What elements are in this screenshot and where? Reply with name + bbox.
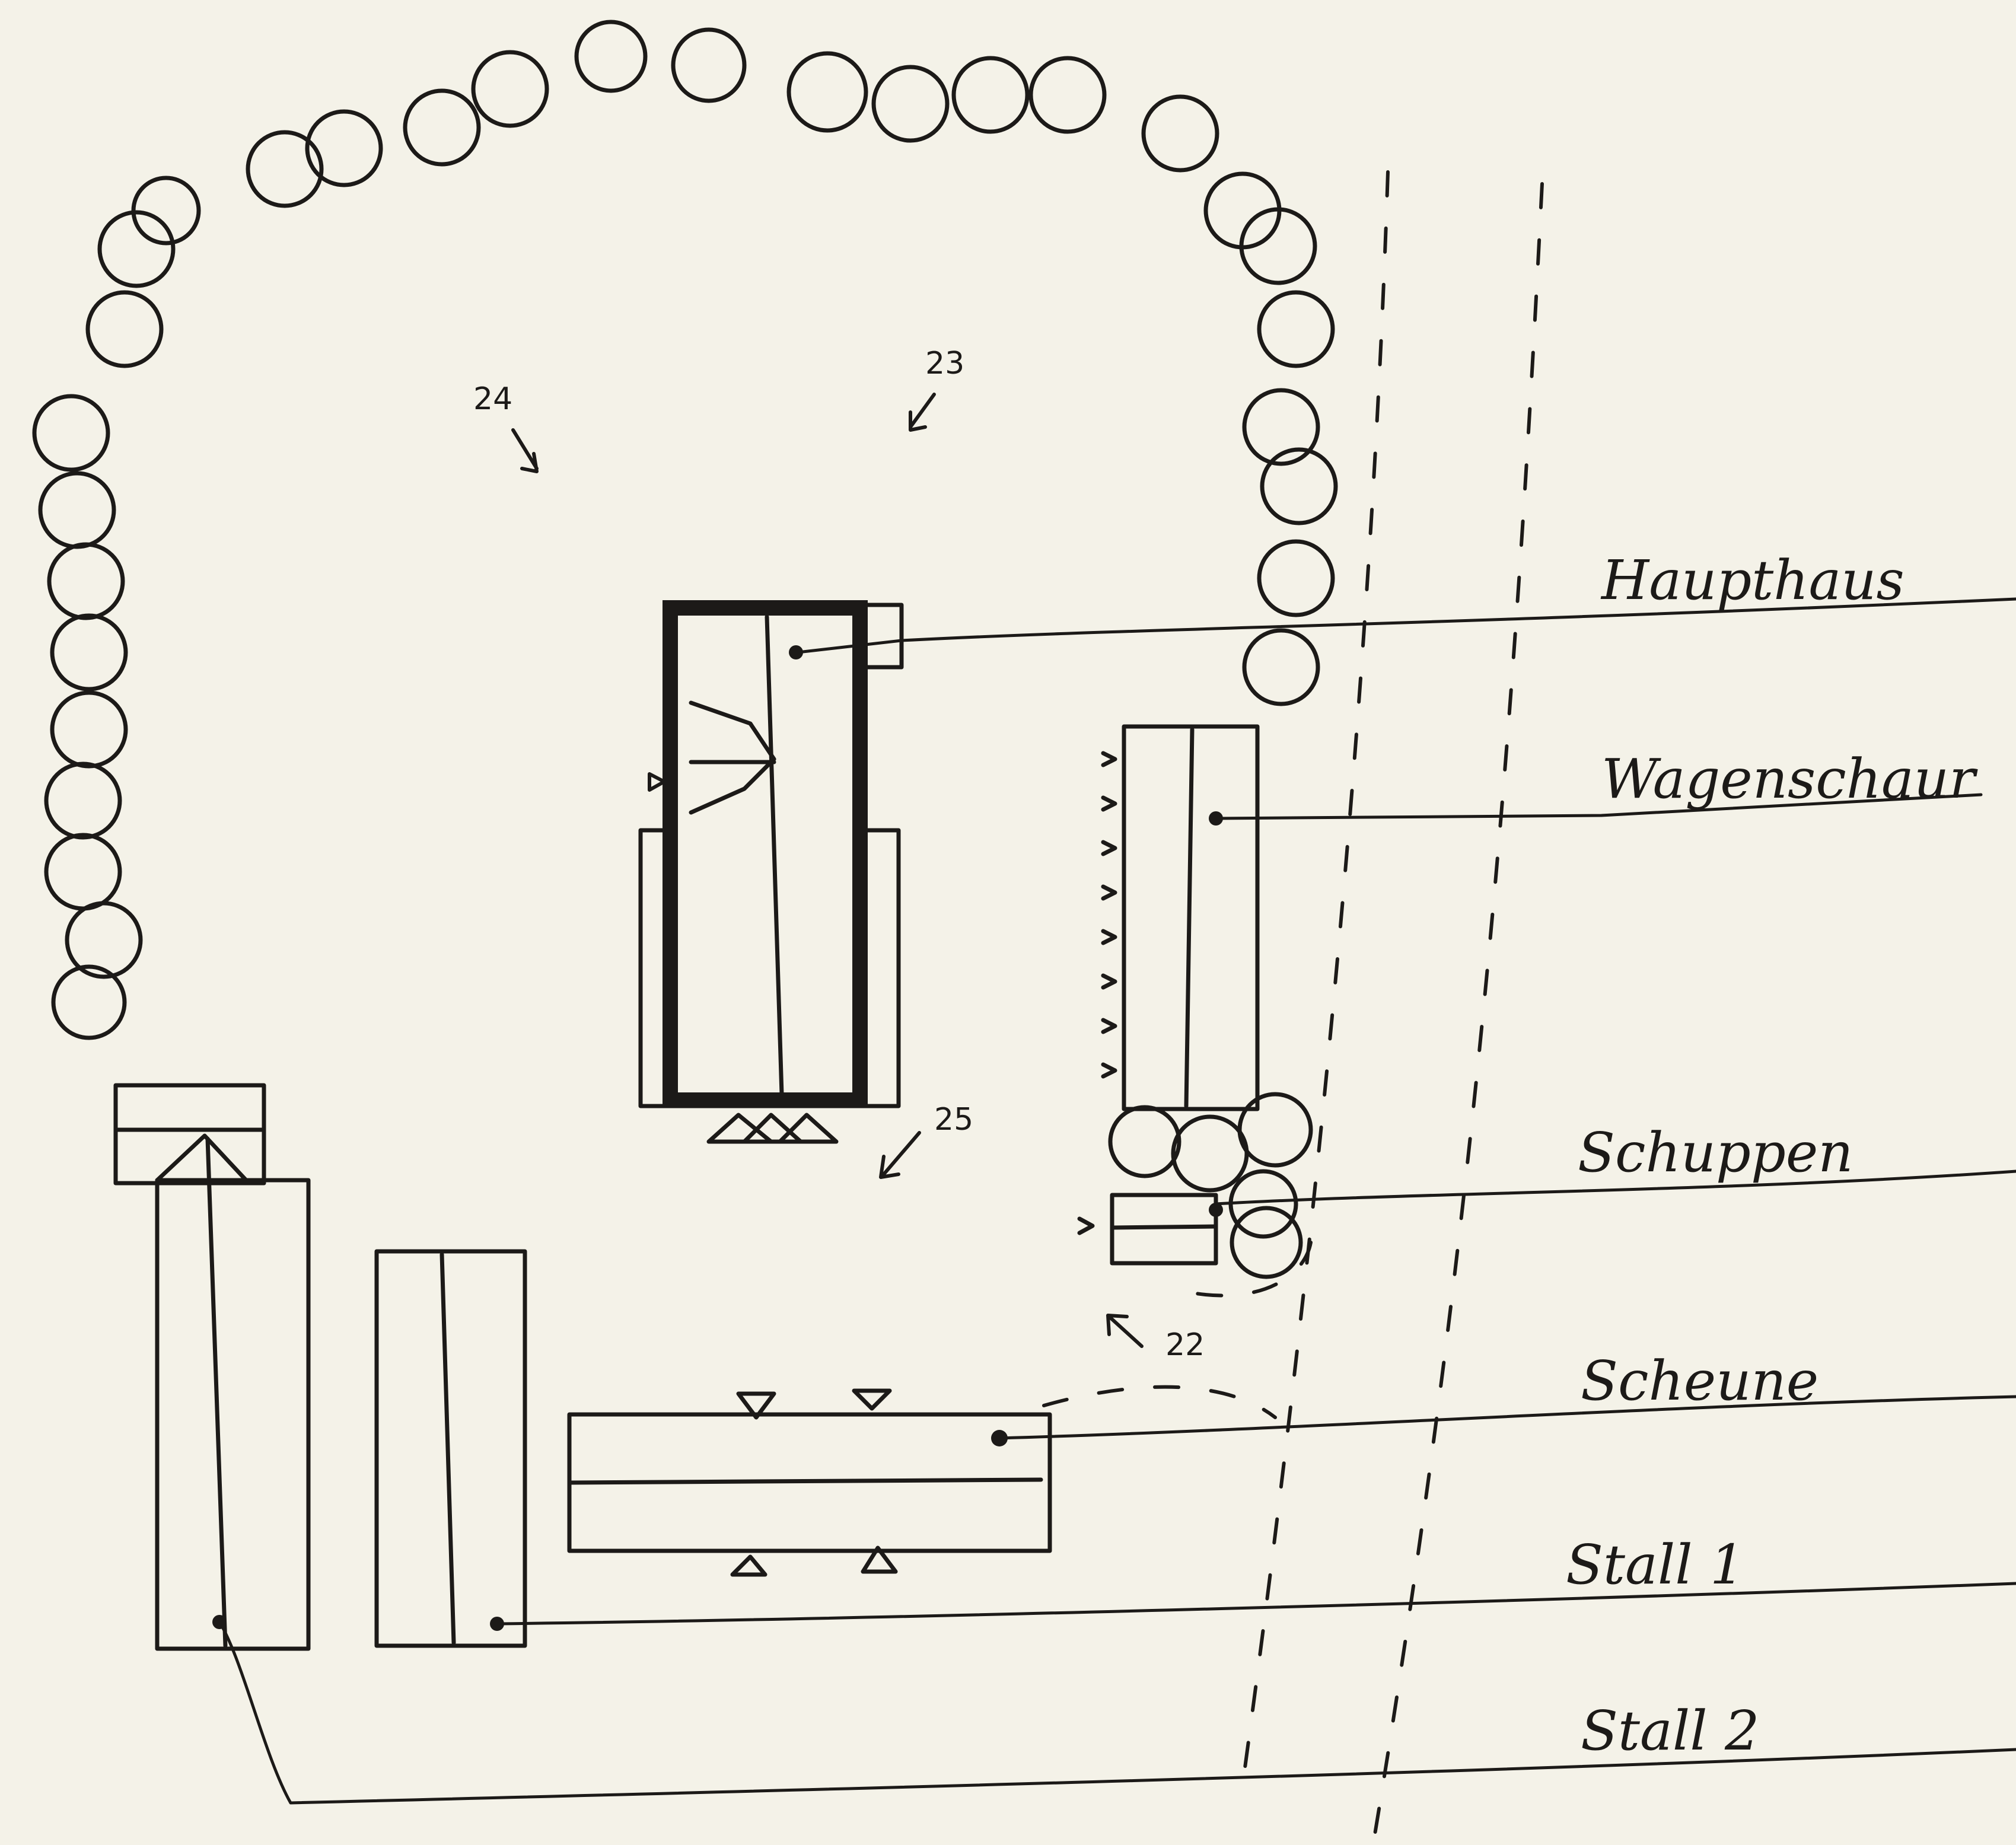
tree-icon	[403, 88, 481, 167]
label-wagenschauer: Wagenschaur	[1601, 747, 1978, 811]
haupthaus-entrance	[689, 700, 776, 815]
tree-icon	[50, 613, 128, 692]
leader-scheune	[998, 1395, 2016, 1440]
building-haupthaus	[638, 600, 904, 1144]
dashed-paths	[1042, 170, 1544, 1845]
tree-icon	[871, 65, 950, 143]
tree-icon	[246, 130, 324, 208]
leader-haupthaus	[796, 597, 2016, 654]
wagenschauer-doors	[1101, 751, 1117, 1079]
tree-row	[32, 20, 1338, 1040]
building-stall1	[374, 1249, 527, 1648]
tree-icon	[51, 964, 127, 1040]
label-haupthaus: Haupthaus	[1600, 549, 1904, 612]
building-schuppen	[1077, 1193, 1218, 1266]
tree-icon	[1257, 539, 1335, 617]
tree-icon	[1257, 290, 1335, 368]
tree-icon	[951, 56, 1030, 134]
tree-icon	[50, 690, 128, 769]
ref-number-25: 25	[934, 1102, 973, 1137]
arrow-23	[909, 393, 936, 432]
dashed-path-schuppen	[1190, 1241, 1313, 1298]
label-schuppen: Schuppen	[1578, 1121, 1853, 1184]
haupthaus-annex	[858, 603, 904, 670]
building-wagenschauer	[1101, 724, 1260, 1111]
dashed-path-inner	[1241, 170, 1390, 1787]
tree-icon	[1028, 56, 1107, 134]
leader-lines	[218, 597, 2016, 1805]
arrow-24	[511, 428, 539, 473]
tree-icon	[131, 176, 201, 246]
label-scheune: Scheune	[1581, 1349, 1818, 1413]
tree-icon	[786, 51, 868, 133]
haupthaus-door-arrow	[648, 772, 666, 792]
haupthaus-body	[663, 600, 868, 1108]
tree-icon	[97, 210, 176, 288]
tree-icon	[305, 109, 383, 187]
leader-wagenschauer	[1214, 793, 1983, 820]
haupthaus-stairs	[706, 1113, 839, 1144]
tree-icon	[1239, 207, 1317, 285]
ref-number-23: 23	[925, 346, 964, 381]
ref-number-22: 22	[1165, 1327, 1205, 1363]
leader-dots	[212, 645, 1223, 1631]
tree-icon	[1242, 388, 1320, 466]
arrow-22	[1106, 1314, 1144, 1348]
shrub-cluster	[1108, 1092, 1313, 1279]
building-scheune	[567, 1388, 1052, 1577]
arrow-25	[879, 1131, 921, 1179]
tree-icon	[44, 833, 122, 911]
label-stall2: Stall 2	[1581, 1699, 1759, 1763]
dashed-path-scheune	[1042, 1385, 1277, 1419]
label-stall1: Stall 1	[1566, 1533, 1744, 1597]
tree-icon	[1242, 628, 1320, 706]
tree-icon	[85, 290, 164, 368]
tree-icon	[574, 20, 648, 93]
tree-icon	[1141, 94, 1219, 173]
leader-schuppen	[1214, 1170, 2016, 1206]
tree-icon	[32, 394, 110, 472]
viewpoint-arrows	[511, 393, 1144, 1348]
dashed-path-outer	[1371, 182, 1544, 1845]
tree-icon	[38, 471, 116, 549]
ref-number-24: 24	[473, 381, 512, 417]
leader-stall2	[218, 1620, 2016, 1805]
tree-icon	[1260, 447, 1338, 525]
leader-stall1	[496, 1582, 2016, 1626]
tree-icon	[671, 27, 747, 103]
haupthaus-ridge	[765, 614, 784, 1097]
tree-icon	[471, 50, 549, 128]
